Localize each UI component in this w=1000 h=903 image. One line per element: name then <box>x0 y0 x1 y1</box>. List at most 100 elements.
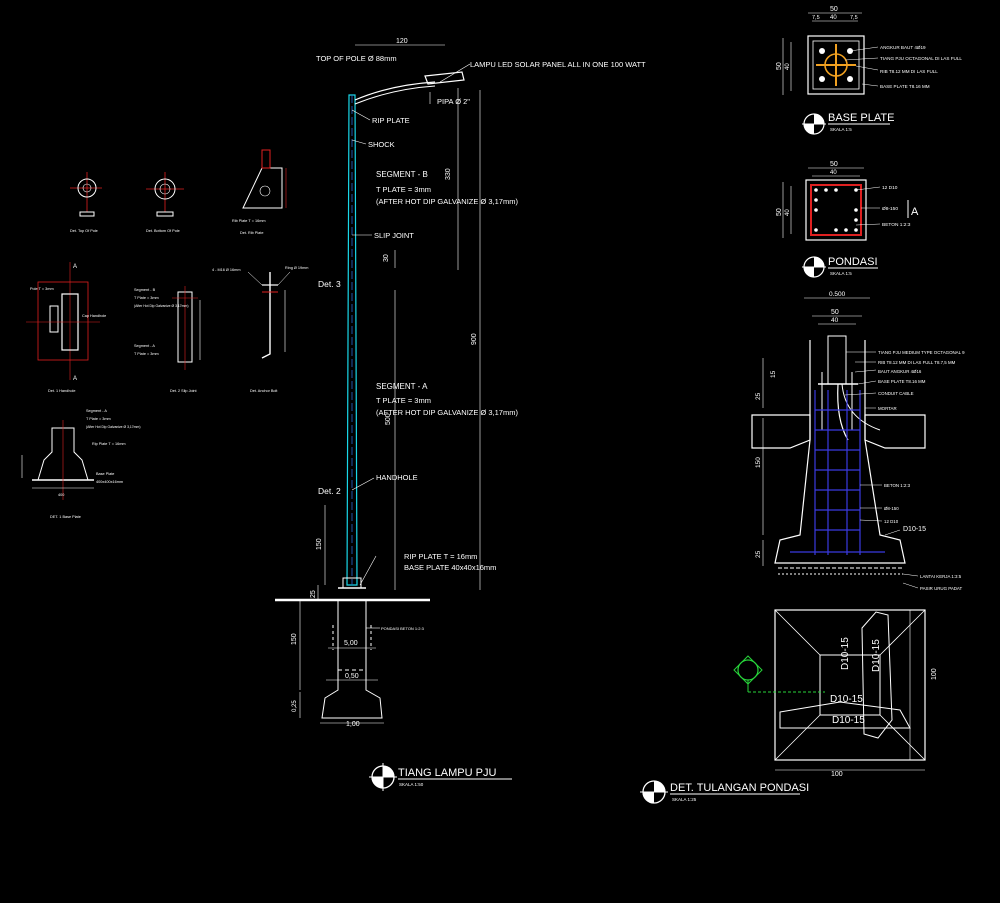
dim-120: 120 <box>396 38 408 45</box>
slip-galv-b: (After Hot Dip Galvanize Ø 3,17mm) <box>134 304 188 308</box>
top-of-pole-label: TOP OF POLE Ø 88mm <box>316 54 397 63</box>
rib-plate-t-label: RIP PLATE T = 16mm <box>404 552 477 561</box>
plan-dim-100v: 100 <box>931 668 938 680</box>
segment-b-label: SEGMENT - B <box>376 170 428 179</box>
det-top-pole: Det. Top Of Pole <box>70 229 98 233</box>
det-bottom-pole: Det. Bottom Of Pole <box>146 229 180 233</box>
dim-500: 500 <box>385 413 392 425</box>
sec-label-9: 12 D10 <box>884 519 899 524</box>
galvanize-b-label: (AFTER HOT DIP GALVANIZE Ø 3,17mm) <box>376 197 518 206</box>
bp-dim-75a: 7,5 <box>812 15 820 21</box>
dim-900: 900 <box>471 333 478 345</box>
det-base-plate-small: DET. 1 Base Plate <box>50 515 81 519</box>
base-plate-detail: 50 40 7,5 7,5 50 40 ANGKUR BAUT 4Ø19 TIA… <box>776 6 962 135</box>
bp-label-2: TIANG PJU OCTAGONAL DI LAS FULL <box>880 56 962 61</box>
dim-25: 25 <box>310 590 317 598</box>
title-base-plate: BASE PLATE SKALA 1:5 <box>802 112 894 135</box>
base-plate-label: BASE PLATE 40x40x16mm <box>404 563 496 572</box>
pd-label-2: Ø8-150 <box>882 206 898 212</box>
tulangan-plan: D10-15 D10-15 D10-15 D10-15 100 100 DET.… <box>640 609 938 804</box>
sec-label-4: BASE PLATE T8.16 MM <box>878 379 926 384</box>
handhole-cut-bottom: A <box>73 376 77 382</box>
foundation-section: 0.500 50 40 15 25 150 25 TIANG PJU MEDIU… <box>751 291 965 591</box>
small-details: Det. Top Of Pole Det. Bottom Of Pole Rib… <box>21 149 308 519</box>
sec-label-5: CONDUIT CABLE <box>878 391 914 396</box>
plan-rebar-3: D10-15 <box>830 694 863 705</box>
shock-label: SHOCK <box>368 140 395 149</box>
pd-dim-40v: 40 <box>785 209 791 216</box>
sec-label-7: BETON 1:2:3 <box>884 483 911 488</box>
det-anchor-bolt: Det. Anchor Bolt <box>250 389 278 393</box>
pd-dim-40: 40 <box>830 170 837 176</box>
rib-plate-label: RIP PLATE <box>372 116 410 125</box>
pd-label-3: BETON 1:2:3 <box>882 222 911 228</box>
det-slip-joint: Det. 2 Slip Joint <box>170 389 198 393</box>
pipe-label: PIPA Ø 2" <box>437 97 470 106</box>
base-plate-scale: SKALA 1:5 <box>830 127 852 132</box>
pd-cut-label: A <box>911 206 919 218</box>
slip-seg-a: Segment - A <box>134 344 155 348</box>
slip-joint-label: SLIP JOINT <box>374 231 414 240</box>
bp-label-4: BASE PLATE T8.16 MM <box>880 84 930 89</box>
det3-label: Det. 3 <box>318 279 341 289</box>
pondasi-scale: SKALA 1:5 <box>830 271 852 276</box>
sec-label-10: D10-15 <box>903 526 926 533</box>
plan-dim-100: 100 <box>831 771 843 778</box>
sec-label-1: TIANG PJU MEDIUM TYPE OCTAGONAL 9 <box>878 350 965 355</box>
handhole-cut-top: A <box>73 264 77 270</box>
dim-500-foundation: 5,00 <box>344 640 358 647</box>
sec-dim-25b: 25 <box>755 550 762 558</box>
bp-small-t: T Plate = 3mm <box>86 417 111 421</box>
tulangan-scale: SKALA 1:25 <box>672 797 697 802</box>
bp-small-base: Base Plate <box>96 472 114 476</box>
pondasi-detail: 50 40 50 40 12 D10 Ø8-150 BETON 1:2:3 A … <box>776 161 919 278</box>
base-plate-title: BASE PLATE <box>828 112 894 124</box>
bp-small-seg: Segment - A <box>86 409 107 413</box>
main-pole-elevation: TOP OF POLE Ø 88mm LAMPU LED SOLAR PANEL… <box>275 38 646 791</box>
dim-330: 330 <box>445 168 452 180</box>
pondasi-title: PONDASI <box>828 256 878 268</box>
bp-dim-40v: 40 <box>785 63 791 70</box>
dim-025: 0,25 <box>292 700 298 712</box>
anchor-note-b: Ring Ø 19mm <box>285 266 308 270</box>
bp-small-size: 400x400x16mm <box>96 480 123 484</box>
lamp-label: LAMPU LED SOLAR PANEL ALL IN ONE 100 WAT… <box>470 60 646 69</box>
anchor-note-a: 4 - M16 Ø 16mm <box>212 268 240 272</box>
sec-dim-15: 15 <box>770 370 777 378</box>
sec-dim-50: 50 <box>831 309 839 316</box>
galvanize-a-label: (AFTER HOT DIP GALVANIZE Ø 3,17mm) <box>376 408 518 417</box>
t-plate-b-label: T PLATE = 3mm <box>376 185 431 194</box>
sec-dim-150: 150 <box>755 457 762 468</box>
bp-small-dim: 400 <box>58 493 64 497</box>
det-rib-plate-note: Rib Plate T = 16mm <box>232 219 266 223</box>
foundation-note: PONDASI BETON 1:2:3 <box>381 626 425 631</box>
dim-150: 150 <box>316 538 323 550</box>
bp-dim-50: 50 <box>830 6 838 13</box>
title-tulangan: DET. TULANGAN PONDASI SKALA 1:25 <box>640 780 809 804</box>
t-plate-a-label: T PLATE = 3mm <box>376 396 431 405</box>
sec-dim-top: 0.500 <box>829 291 846 298</box>
sec-label-2: RIB T8.12 MM DI LAS FULL T8.7,5 MM <box>878 360 956 365</box>
sec-dim-25: 25 <box>755 392 762 400</box>
det2-label: Det. 2 <box>318 486 341 496</box>
sec-dim-40: 40 <box>831 317 839 324</box>
bp-dim-40: 40 <box>830 15 837 21</box>
handhole-cap-note: Cap Handhole <box>82 314 106 318</box>
bp-dim-75b: 7,5 <box>850 15 858 21</box>
sec-label-12: PASIR URUG PADAT <box>920 586 963 591</box>
pd-dim-50: 50 <box>830 161 838 168</box>
dim-100: 1,00 <box>346 721 360 728</box>
bp-small-galv: (After Hot Dip Galvanize Ø 3,17mm) <box>86 425 140 429</box>
dim-30: 30 <box>383 254 390 262</box>
slip-t-plate-b: T Plate = 3mm <box>134 296 159 300</box>
bp-label-3: RIB T8.12 MM DI LAS FULL <box>880 69 938 74</box>
main-title: TIANG LAMPU PJU <box>398 767 496 779</box>
pd-dim-50v: 50 <box>776 208 783 216</box>
dim-050: 0,50 <box>345 673 359 680</box>
sec-label-8: Ø8-150 <box>884 506 899 511</box>
handhole-label: HANDHOLE <box>376 473 418 482</box>
tulangan-title: DET. TULANGAN PONDASI <box>670 782 809 794</box>
bp-label-1: ANGKUR BAUT 4Ø19 <box>880 45 926 50</box>
main-scale: SKALA 1:50 <box>399 782 424 787</box>
